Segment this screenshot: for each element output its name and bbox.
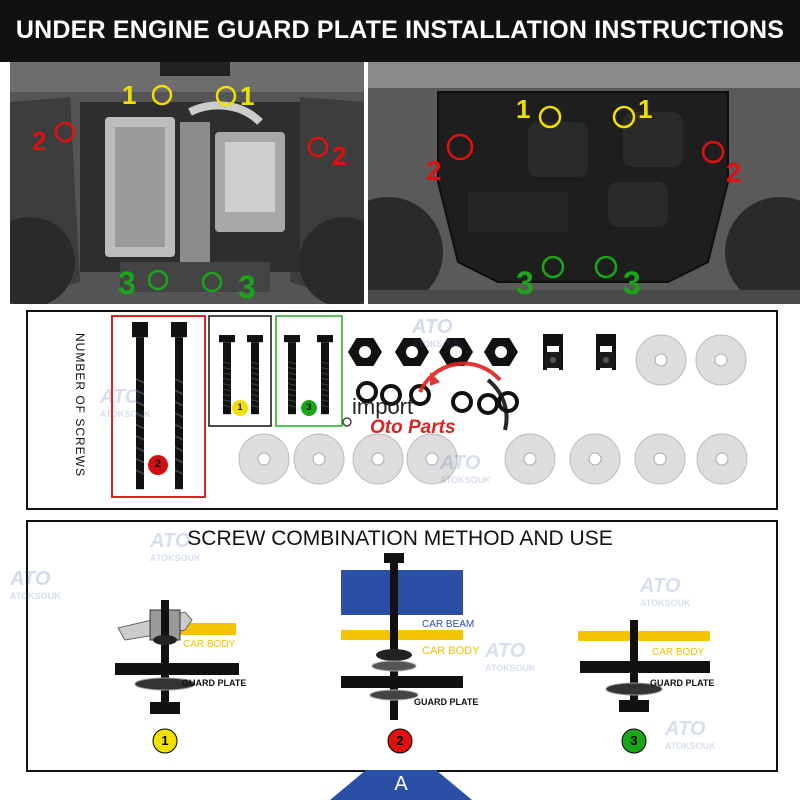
watermark-logo: ATO <box>440 452 481 474</box>
page-title: UNDER ENGINE GUARD PLATE INSTALLATION IN… <box>15 16 785 44</box>
svg-text:1: 1 <box>638 94 652 124</box>
watermark-8: ATO ATOKSOUK <box>665 718 716 751</box>
marker-3-right-a: 3 <box>516 255 565 301</box>
svg-text:1: 1 <box>516 94 530 124</box>
watermark-text: ATOKSOUK <box>640 598 691 608</box>
watermark-5: ATO ATOKSOUK <box>10 568 61 601</box>
svg-text:2: 2 <box>426 155 442 186</box>
header-bar: UNDER ENGINE GUARD PLATE INSTALLATION IN… <box>0 0 800 62</box>
svg-text:3: 3 <box>238 269 256 304</box>
svg-text:3: 3 <box>623 265 641 301</box>
watermark-logo: ATO <box>10 568 51 590</box>
watermark-text: ATOKSOUK <box>100 409 151 419</box>
marker-3-left-b: 3 <box>201 269 256 304</box>
marker-3-right-b: 3 <box>594 255 641 301</box>
engine-underside-photo: 1 1 2 2 3 3 <box>10 62 364 304</box>
marker-2-right-b: 2 <box>701 140 742 188</box>
watermark-logo: ATO <box>665 718 706 740</box>
right-photo-markers: 1 1 2 2 3 3 <box>426 94 742 301</box>
d3-number: 3 <box>630 733 638 748</box>
marker-2-left-b: 2 <box>307 136 346 171</box>
marker-1-left-a: 1 <box>122 80 173 110</box>
number-of-screws-label: NUMBER OF SCREWS <box>73 332 87 478</box>
group-3-number: 3 <box>306 402 312 412</box>
d2-guard-plate-label: GUARD PLATE <box>414 697 479 707</box>
d1-guard-plate-label: GUARD PLATE <box>182 678 247 688</box>
svg-text:2: 2 <box>32 126 46 156</box>
watermark-text: ATOKSOUK <box>412 339 463 349</box>
d2-car-beam-label: CAR BEAM <box>422 619 475 630</box>
watermark-2: ATO ATOKSOUK <box>100 386 151 419</box>
watermark-logo: ATO <box>640 575 681 597</box>
engine-underside-illustration: 1 1 2 2 3 3 <box>10 62 364 304</box>
d2-number: 2 <box>396 733 404 748</box>
d3-guard-plate-label: GUARD PLATE <box>650 678 715 688</box>
svg-text:1: 1 <box>240 81 254 111</box>
d3-car-body-label: CAR BODY <box>652 647 705 658</box>
svg-text:2: 2 <box>726 157 742 188</box>
watermark-7: ATO ATOKSOUK <box>640 575 691 608</box>
watermark-text: ATOKSOUK <box>440 475 491 485</box>
watermark-text: ATOKSOUK <box>485 663 536 673</box>
watermark-logo: ATO <box>412 316 453 338</box>
logo-line1: import <box>352 394 414 419</box>
marker-2-left-a: 2 <box>32 121 76 156</box>
svg-text:2: 2 <box>332 141 346 171</box>
d1-number: 1 <box>161 733 169 748</box>
watermark-text: ATOKSOUK <box>10 591 61 601</box>
watermark-4: ATO ATOKSOUK <box>150 530 201 563</box>
watermark-logo: ATO <box>100 386 141 408</box>
left-photo-markers: 1 1 2 2 3 3 <box>32 80 346 304</box>
d2-car-body-label: CAR BODY <box>422 645 480 657</box>
group-1-number: 1 <box>237 402 243 412</box>
marker-1-left-b: 1 <box>215 81 254 111</box>
d1-car-body-label: CAR BODY <box>183 639 236 650</box>
watermark-logo: ATO <box>485 640 526 662</box>
logo-line2: Oto Parts <box>370 417 456 438</box>
marker-2-right-a: 2 <box>426 133 474 186</box>
watermark-6: ATO ATOKSOUK <box>485 640 536 673</box>
marker-1-right-a: 1 <box>516 94 562 129</box>
watermark-3: ATO ATOKSOUK <box>440 452 491 485</box>
marker-1-right-b: 1 <box>612 94 652 129</box>
svg-text:3: 3 <box>118 265 136 301</box>
logo-text: import Oto Parts <box>352 396 502 446</box>
bottom-tab-label: A <box>394 773 408 795</box>
combination-title: SCREW COMBINATION METHOD AND USE <box>187 527 613 550</box>
group-2-number: 2 <box>154 458 162 470</box>
watermark-text: ATOKSOUK <box>665 741 716 751</box>
guard-plate-illustration: 1 1 2 2 3 3 <box>368 62 800 304</box>
watermark-logo: ATO <box>150 530 191 552</box>
svg-text:3: 3 <box>516 265 534 301</box>
marker-3-left-a: 3 <box>118 265 169 301</box>
watermark-1: ATO ATOKSOUK <box>412 316 463 349</box>
svg-text:1: 1 <box>122 80 136 110</box>
guard-plate-photo: 1 1 2 2 3 3 <box>368 62 800 304</box>
watermark-text: ATOKSOUK <box>150 553 201 563</box>
